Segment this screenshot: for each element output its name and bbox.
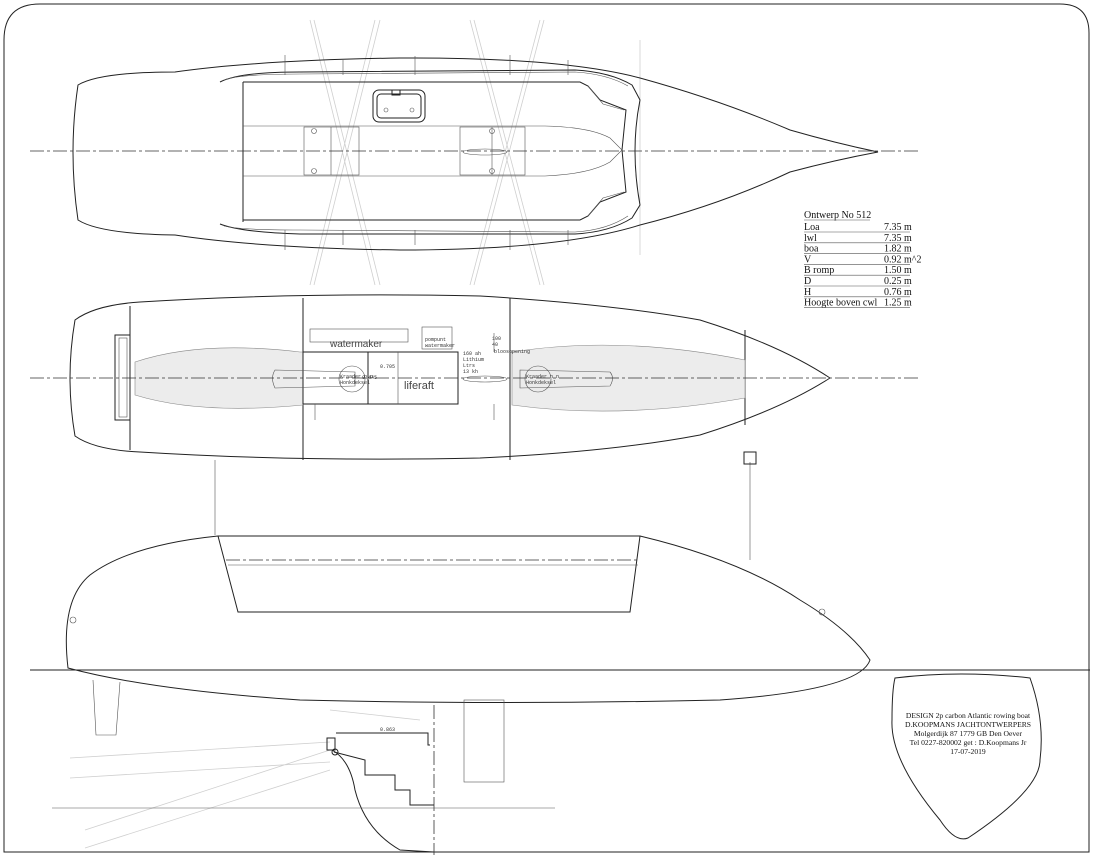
spec-row-label: D [804, 276, 811, 287]
spec-row-value: 0.76 m [884, 287, 912, 298]
spec-row-label: H [804, 287, 811, 298]
spec-text-4: 13 kh [463, 369, 478, 375]
spec-row-label: B romp [804, 265, 834, 276]
spec-row-label: lwl [804, 233, 817, 244]
watermaker-label: watermaker [329, 339, 383, 350]
opening-dim-2: 40 [492, 342, 498, 348]
title-line-2: D.KOOPMANS JACHTONTWERPERS [905, 720, 1031, 729]
spec-row-value: 7.35 m [884, 233, 912, 244]
spec-row-value: 1.50 m [884, 265, 912, 276]
spec-row-label: boa [804, 244, 819, 255]
spec-row-label: Hoogte boven cwl [804, 298, 878, 309]
spec-text-2: Lithium [463, 357, 484, 363]
sheet-border [3, 3, 1090, 853]
interior-plan-view: watermaker pompunt watermaker liferaft 0… [30, 294, 920, 460]
deck-plan-view [30, 19, 920, 286]
fixed-right-2: Honkdeksel [526, 380, 556, 386]
title-line-1: DESIGN 2p carbon Atlantic rowing boat [906, 711, 1031, 720]
section-dimension: 0.863 [380, 727, 395, 733]
title-line-4: Tel 0227-820002 get : D.Koopmans Jr [910, 738, 1027, 747]
fixed-left-2: Honkdeksel [340, 380, 370, 386]
spec-table-title: Ontwerp No 512 [804, 210, 871, 221]
dimension-0705: 0.705 [380, 364, 395, 370]
pompunt-label-1: pompunt [425, 337, 446, 343]
fixed-left-1: Kraader n n [340, 374, 373, 380]
spec-row-value: 1.25 m [884, 298, 912, 309]
spec-row-value: 1.82 m [884, 244, 912, 255]
spec-row-label: Loa [804, 222, 820, 233]
section-view: 0.863 [52, 705, 555, 855]
spec-text-3: Ltrs [463, 363, 475, 369]
spec-row-label: V [804, 254, 812, 265]
spec-table: Ontwerp No 512 Loa 7.35 m lwl 7.35 m boa 1.82… [804, 210, 921, 309]
opening-label: bloosopening [494, 349, 530, 355]
title-block: DESIGN 2p carbon Atlantic rowing boat D.… [891, 673, 1042, 840]
title-line-5: 17-07-2019 [950, 747, 986, 756]
spec-row-value: 0.92 m^2 [884, 254, 921, 265]
spec-row-value: 7.35 m [884, 222, 912, 233]
fixed-right-1: Kraader n n [526, 374, 559, 380]
liferaft-label: liferaft [404, 380, 434, 392]
side-profile-view [30, 451, 1090, 783]
pompunt-label-2: watermaker [425, 343, 455, 349]
spec-row-value: 0.25 m [884, 276, 912, 287]
opening-dim-1: 100 [492, 336, 501, 342]
spec-text-1: 160 ah [463, 351, 481, 357]
title-line-3: Molgerdijk 87 1779 GB Den Oever [914, 729, 1023, 738]
